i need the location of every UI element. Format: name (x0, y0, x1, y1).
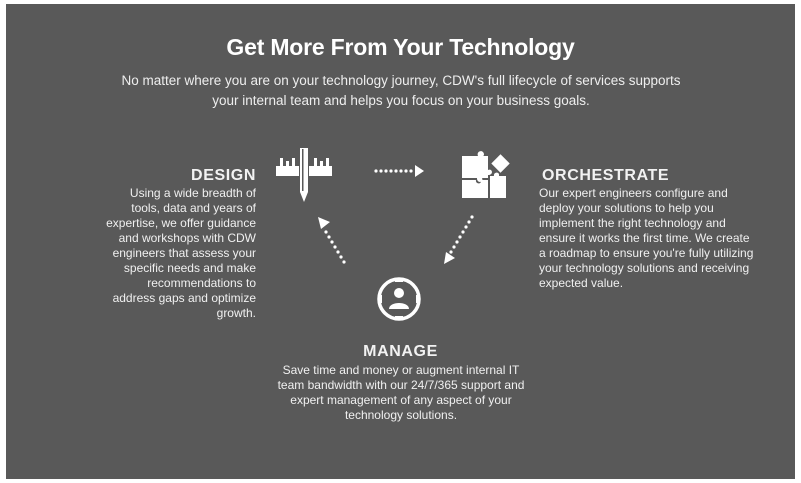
dotted-arrow-up-left-icon (318, 217, 346, 264)
page-title: Get More From Your Technology (226, 34, 575, 60)
puzzle-icon (462, 151, 510, 198)
manage-description: Save time and money or augment internal … (277, 363, 525, 422)
dotted-arrow-right-icon (374, 165, 424, 177)
orchestrate-description: Our expert engineers configure and deplo… (539, 186, 754, 290)
services-panel: Get More From Your Technology No matter … (6, 4, 795, 479)
design-description: Using a wide breadth of tools, data and … (106, 186, 256, 320)
page-subtitle: No matter where you are on your technolo… (121, 73, 681, 108)
ruler-pencil-icon (276, 147, 332, 202)
design-heading: DESIGN (191, 167, 256, 184)
person-circle-icon (377, 277, 421, 321)
orchestrate-heading: ORCHESTRATE (542, 167, 670, 184)
dotted-arrow-down-left-icon (444, 215, 474, 264)
manage-heading: MANAGE (363, 343, 438, 360)
